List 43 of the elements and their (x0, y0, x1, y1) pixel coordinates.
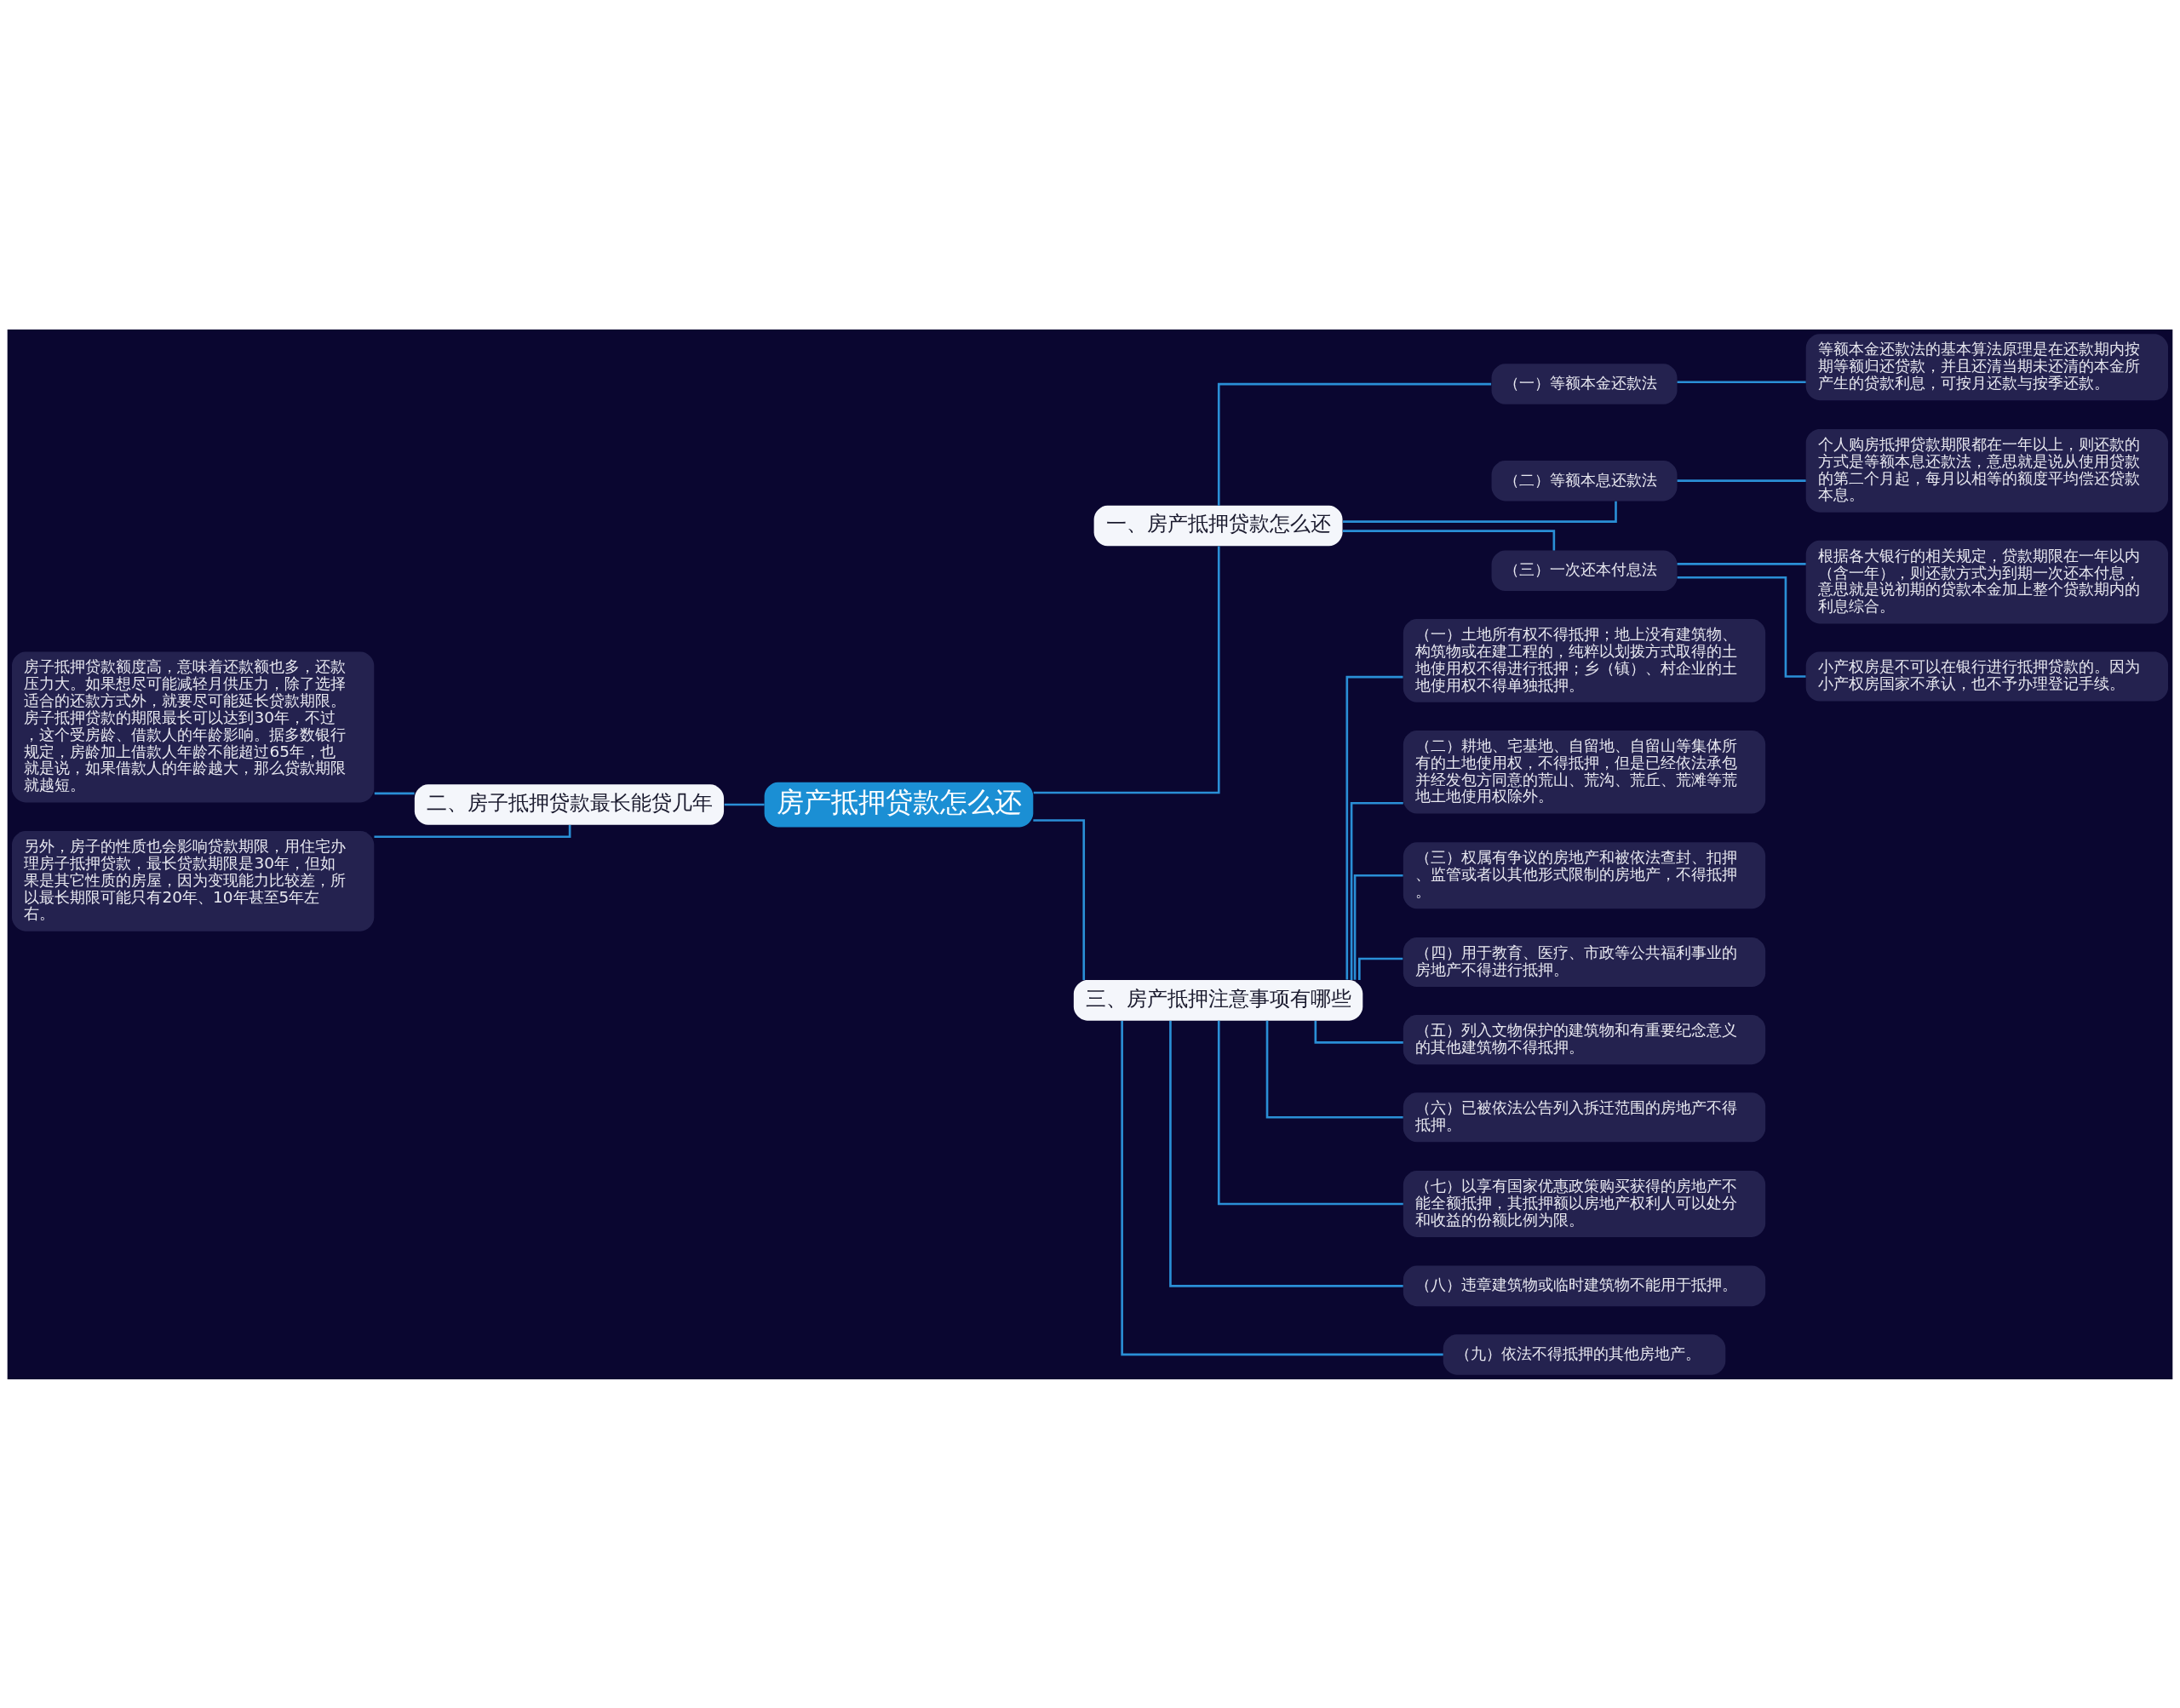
node-box: （六）已被依法公告列入拆迁范围的房地产不得抵押。 (1403, 1092, 1766, 1142)
connector (1353, 874, 1403, 980)
connector (1342, 529, 1556, 550)
node-box: 一、房产抵押贷款怎么还 (1093, 505, 1343, 546)
node-box: （二）耕地、宅基地、自留地、自留山等集体所有的土地使用权，不得抵押，但是已经依法承包并经发包方同意的荒山、荒沟、荒丘、荒滩等荒地土地使用权除外。 (1403, 730, 1766, 814)
connector (1358, 957, 1403, 980)
node-box: （一）等额本金还款法 (1491, 363, 1678, 404)
connector (724, 803, 765, 805)
node-box: （三）权属有争议的房地产和被依法查封、扣押、监管或者以其他形式限制的房地产，不得抵押。 (1403, 841, 1766, 908)
node-box: 房子抵押贷款额度高，意味着还款额也多，还款压力大。如果想尽可能减轻月供压力，除了选择适合的还款方式外，就要尽可能延长贷款期限。房子抵押贷款的期限最长可以达到30年，不过，这个受房龄、借款人的年龄影响。据多数银行规定，房龄加上借款人年龄不能超过65年，也就是说，如果借款人的年龄越大，那么贷款期限就越短。 (12, 651, 375, 802)
node-box: 根据各大银行的相关规定，贷款期限在一年以内（含一年），则还款方式为到期一次还本付息，意思就是说初期的贷款本金加上整个贷款期内的利息综合。 (1805, 540, 2168, 623)
node-box: 三、房产抵押注意事项有哪些 (1073, 979, 1363, 1021)
connector (374, 824, 571, 838)
node-box: （五）列入文物保护的建筑物和有重要纪念意义的其他建筑物不得抵押。 (1403, 1014, 1766, 1064)
connector (1677, 479, 1806, 482)
node-box: （八）违章建筑物或临时建筑物不能用于抵押。 (1403, 1265, 1766, 1306)
node-box: 二、房子抵押贷款最长能贷几年 (414, 783, 725, 825)
node-box: 另外，房子的性质也会影响贷款期限，用住宅办理房子抵押贷款，最长贷款期限是30年，但如果是其它性质的房屋，因为变现能力比较差，所以最长期限可能只有20年、10年甚至5年左右。 (12, 830, 375, 931)
connector (1033, 546, 1220, 794)
node-box: 等额本金还款法的基本算法原理是在还款期内按期等额归还贷款，并且还清当期未还清的本金所产生的贷款利息，可按月还款与按季还款。 (1805, 333, 2168, 400)
node-box: 个人购房抵押贷款期限都在一年以上，则还款的方式是等额本息还款法，意思就是说从使用贷款的第二个月起，每月以相等的额度平均偿还贷款本息。 (1805, 428, 2168, 513)
connector (1217, 1020, 1403, 1205)
node-box: （九）依法不得抵押的其他房地产。 (1443, 1333, 1726, 1375)
connector (1350, 801, 1403, 980)
connector (1169, 1020, 1403, 1287)
connector (374, 792, 415, 794)
connector (1033, 818, 1086, 980)
connector (1345, 675, 1403, 980)
node-box: （四）用于教育、医疗、市政等公共福利事业的房地产不得进行抵押。 (1403, 937, 1766, 987)
node-box: （二）等额本息还款法 (1491, 460, 1678, 501)
node-box: （三）一次还本付息法 (1491, 550, 1678, 591)
connector (1677, 576, 1806, 678)
connector (1314, 1020, 1403, 1044)
connector (1677, 562, 1806, 565)
connector (1121, 1020, 1443, 1356)
connector (1217, 382, 1492, 506)
node-box: 房产抵押贷款怎么还 (764, 782, 1034, 827)
node-box: 小产权房是不可以在银行进行抵押贷款的。因为小产权房国家不承认，也不予办理登记手续。 (1805, 651, 2168, 702)
connector (1677, 380, 1806, 383)
node-box: （一）土地所有权不得抵押；地上没有建筑物、构筑物或在建工程的，纯粹以划拨方式取得的土地使用权不得进行抵押；乡（镇）、村企业的土地使用权不得单独抵押。 (1403, 618, 1766, 702)
connector (1265, 1020, 1403, 1119)
connector (1343, 501, 1617, 523)
node-box: （七）以享有国家优惠政策购买获得的房地产不能全额抵押，其抵押额以房地产权利人可以处分和收益的份额比例为限。 (1403, 1170, 1766, 1237)
